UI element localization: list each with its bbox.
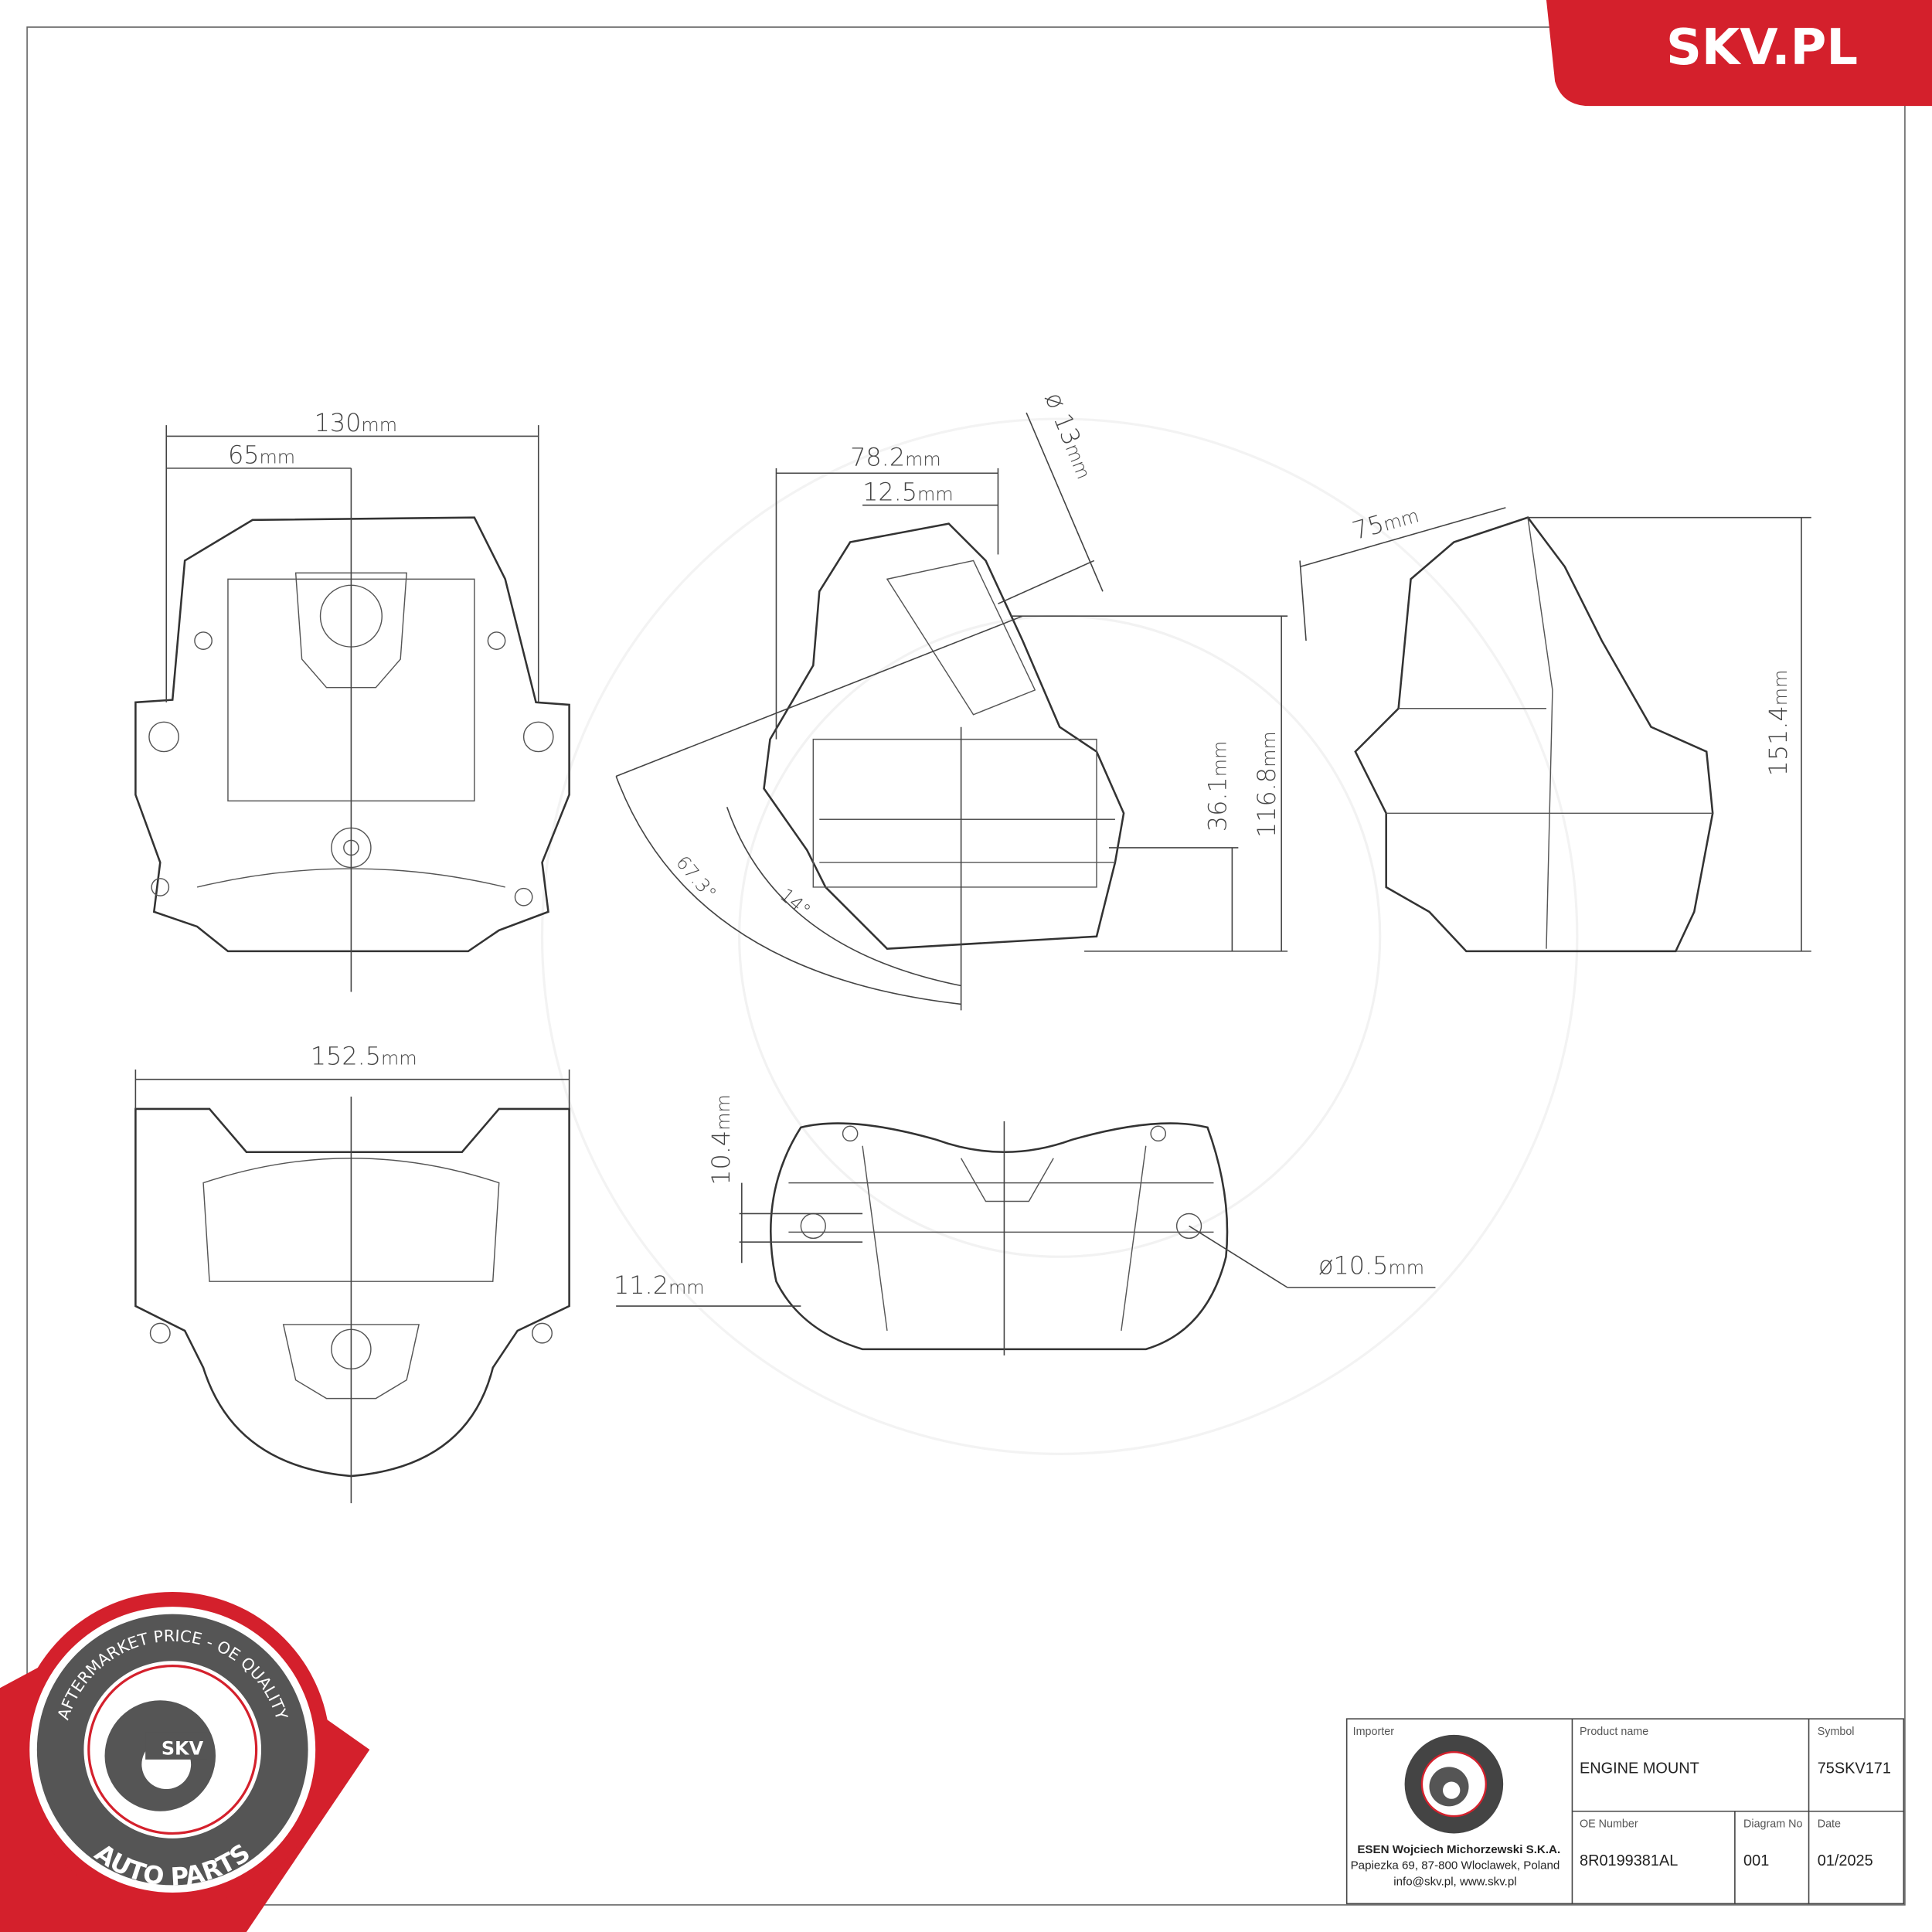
- title-block: Importer ESEN Wojciech Michorzewski S.K.…: [1345, 1718, 1905, 1905]
- bottom-view: 10.4mm 11.2mm ø10.5mm: [614, 1094, 1436, 1355]
- dim-side-hole-dia: ø 13mm: [1039, 388, 1100, 483]
- watermark-gear-icon: [540, 417, 1579, 1455]
- importer-address: Papiezka 69, 87-800 Wloclawek, Poland: [1351, 1859, 1560, 1872]
- right-view: 75mm 151.4mm: [1299, 498, 1811, 953]
- dim-bottom-height: 10.4mm: [706, 1094, 736, 1185]
- importer-contact: info@skv.pl, www.skv.pl: [1393, 1875, 1516, 1888]
- product-name-label: Product name: [1580, 1726, 1648, 1738]
- dim-angle-large: 67.3°: [672, 852, 720, 904]
- brand-tab[interactable]: SKV.PL: [1546, 0, 1932, 107]
- importer-label: Importer: [1353, 1726, 1395, 1738]
- symbol-value: 75SKV171: [1818, 1760, 1891, 1777]
- dim-top-width: 152.5mm: [311, 1042, 417, 1071]
- sheet-border: [26, 26, 1906, 1906]
- brand-site-text: SKV.PL: [1666, 19, 1858, 77]
- diagram-no: 001: [1743, 1852, 1769, 1869]
- seal-center-text: SKV: [162, 1737, 204, 1759]
- dim-right-depth: 75mm: [1349, 498, 1422, 546]
- date-label: Date: [1818, 1818, 1841, 1830]
- importer-name: ESEN Wojciech Michorzewski S.K.A.: [1357, 1843, 1560, 1856]
- oe-number: 8R0199381AL: [1580, 1852, 1678, 1869]
- dim-angle-small: 14°: [776, 884, 815, 922]
- skv-seal-logo: SKV AFTERMARKET PRICE - OE QUALITY AUTO …: [0, 1591, 370, 1932]
- dim-right-height: 151.4mm: [1764, 670, 1793, 777]
- top-view: 152.5mm: [134, 1042, 570, 1504]
- dim-side-offset: 12.5mm: [862, 477, 954, 506]
- front-view: 130mm 65mm: [134, 408, 570, 992]
- product-name: ENGINE MOUNT: [1580, 1760, 1699, 1777]
- dim-bottom-hole-dia: ø10.5mm: [1318, 1251, 1424, 1281]
- diagram-no-label: Diagram No: [1743, 1818, 1802, 1830]
- dim-bottom-offset: 11.2mm: [614, 1270, 705, 1300]
- symbol-label: Symbol: [1818, 1726, 1855, 1738]
- dim-side-height-total: 116.8mm: [1252, 731, 1281, 838]
- dim-front-half: 65mm: [228, 440, 295, 469]
- dim-side-width: 78.2mm: [850, 443, 941, 472]
- oe-number-label: OE Number: [1580, 1818, 1638, 1830]
- importer-logo: [1404, 1734, 1504, 1834]
- date-value: 01/2025: [1818, 1852, 1873, 1869]
- dim-front-width: 130mm: [315, 408, 397, 437]
- dim-side-height-small: 36.1mm: [1202, 741, 1232, 832]
- side-view: 78.2mm 12.5mm ø 13mm 36.1mm 116.8mm 67.3…: [615, 388, 1288, 1011]
